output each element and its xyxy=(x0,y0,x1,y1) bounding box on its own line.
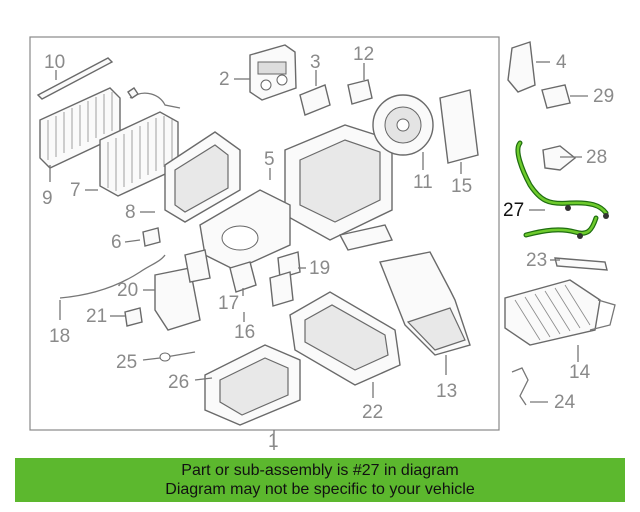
part-27-ac-hose-highlighted xyxy=(515,140,609,239)
callout-27: 27 xyxy=(503,200,524,221)
callout-15: 15 xyxy=(451,176,472,197)
callout-19: 19 xyxy=(309,258,330,279)
part-20-actuator xyxy=(154,267,201,331)
part-info-banner: Part or sub-assembly is #27 in diagram D… xyxy=(15,458,625,502)
part-26-lower-case xyxy=(204,344,301,426)
callout-5: 5 xyxy=(264,149,275,170)
callout-23: 23 xyxy=(526,250,547,271)
part-13-heater-core xyxy=(379,251,471,356)
banner-line-2: Diagram may not be specific to your vehi… xyxy=(165,481,475,498)
part-9-cabin-filter xyxy=(39,87,121,169)
callout-10: 10 xyxy=(44,52,65,73)
part-14-condenser xyxy=(504,279,616,346)
part-23-bracket xyxy=(554,257,608,271)
callout-9: 9 xyxy=(42,188,53,209)
callout-20: 20 xyxy=(117,280,138,301)
part-29-sensor xyxy=(541,84,571,109)
callout-13: 13 xyxy=(436,381,457,402)
part-6-sensor xyxy=(142,227,161,247)
part-22-lower-duct xyxy=(289,291,401,386)
callout-29: 29 xyxy=(593,86,614,107)
part-10-seal-strip xyxy=(36,57,114,100)
callout-24: 24 xyxy=(554,392,576,413)
callout-6: 6 xyxy=(111,232,122,253)
part-8-heater-core xyxy=(164,131,241,223)
part-24-pipe xyxy=(511,367,529,406)
callout-21: 21 xyxy=(86,306,107,327)
callout-2: 2 xyxy=(219,69,230,90)
callout-28: 28 xyxy=(586,147,607,168)
callout-17: 17 xyxy=(218,293,239,314)
part-4-bracket xyxy=(507,41,536,93)
part-16-link xyxy=(269,271,294,307)
callout-16: 16 xyxy=(234,322,255,343)
callout-4: 4 xyxy=(556,52,567,73)
part-5-blend-housing xyxy=(199,189,291,271)
callout-12: 12 xyxy=(353,44,374,65)
callout-3: 3 xyxy=(310,52,321,73)
callout-8: 8 xyxy=(125,202,136,223)
part-28-bracket xyxy=(542,145,577,171)
part-17-motor xyxy=(229,261,257,293)
part-5-hvac-case-upper xyxy=(284,124,393,241)
callout-25: 25 xyxy=(116,352,137,373)
part-15-panel xyxy=(439,89,479,164)
part-20-bracket xyxy=(184,249,211,283)
part-11-blower-motor xyxy=(372,94,434,156)
duct-tray xyxy=(338,224,394,251)
callout-1: 1 xyxy=(268,431,279,452)
part-3-actuator xyxy=(299,84,331,116)
part-21-clip xyxy=(124,307,143,327)
assembly-frame xyxy=(29,36,500,431)
callout-26: 26 xyxy=(168,372,189,393)
callout-22: 22 xyxy=(362,402,383,423)
callout-11: 11 xyxy=(413,172,433,193)
part-19-bracket xyxy=(277,251,301,279)
callout-7: 7 xyxy=(70,180,81,201)
banner-line-1: Part or sub-assembly is #27 in diagram xyxy=(181,462,459,479)
part-18-harness xyxy=(59,254,166,299)
callout-14: 14 xyxy=(569,362,591,383)
part-2-control-module xyxy=(249,44,297,101)
part-12-bracket xyxy=(347,79,373,105)
callout-18: 18 xyxy=(49,326,70,347)
